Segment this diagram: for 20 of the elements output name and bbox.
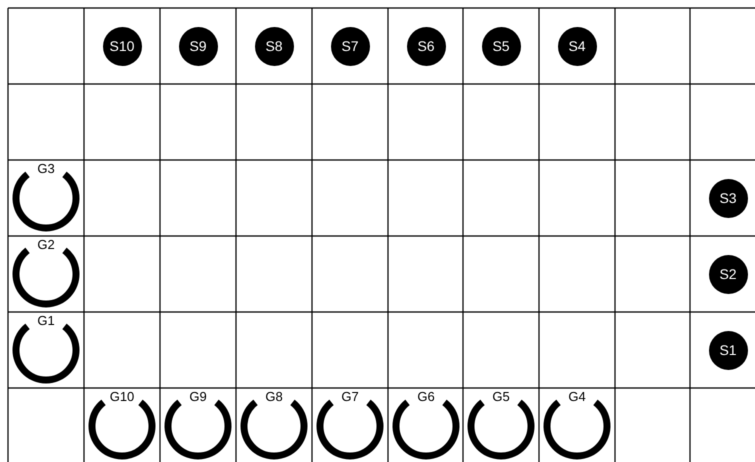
ring-label: G8 (265, 389, 283, 404)
numbered-circle: S4 (558, 26, 596, 66)
numbered-circle: S8 (254, 26, 294, 66)
numbered-circle: S6 (406, 26, 446, 66)
ring-label: G4 (568, 389, 586, 404)
numbered-circle: S10 (102, 26, 142, 66)
numbered-circle: S1 (708, 330, 748, 370)
numbered-circle: S3 (708, 178, 748, 218)
ring-label: G1 (37, 313, 55, 328)
ring-label: G7 (341, 389, 359, 404)
numbered-circle: S2 (708, 254, 748, 294)
ring-label: G9 (189, 389, 207, 404)
ring-label: G10 (110, 389, 134, 404)
numbered-circle: S7 (330, 26, 370, 66)
ring-label: G2 (37, 237, 55, 252)
ring-label: G5 (492, 389, 510, 404)
numbered-circle: S9 (178, 26, 218, 66)
ring-label: G3 (37, 161, 55, 176)
ring-label: G6 (417, 389, 435, 404)
numbered-circle: S5 (482, 26, 520, 66)
